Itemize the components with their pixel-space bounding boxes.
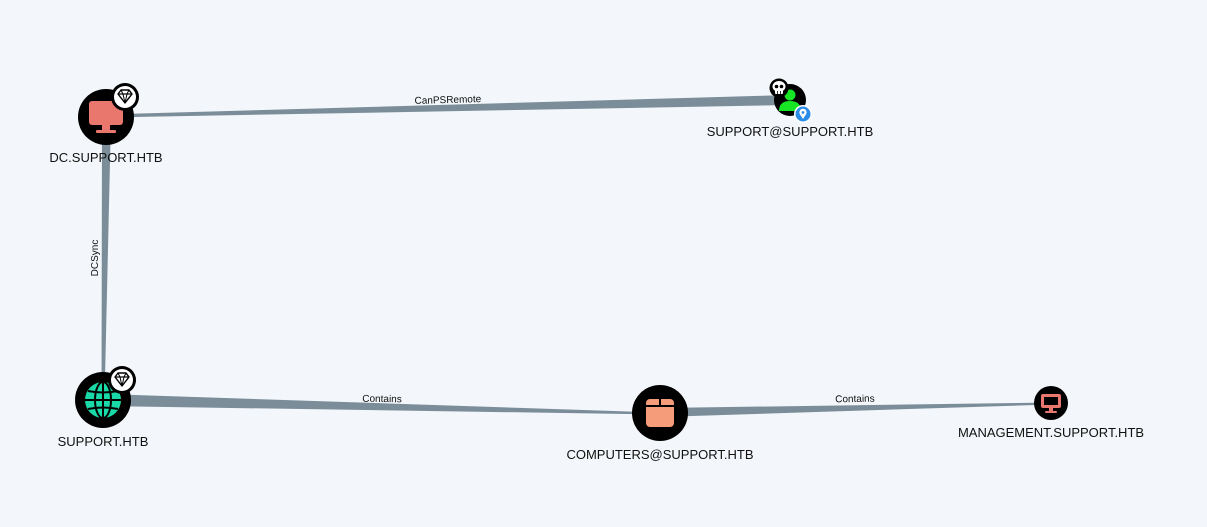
high-value-diamond-icon	[111, 83, 139, 111]
box-icon	[646, 399, 674, 427]
node-computers-label: COMPUTERS@SUPPORT.HTB	[566, 447, 753, 462]
edge-contains-1-line[interactable]	[103, 394, 660, 415]
node-dc-support-htb[interactable]: DC.SUPPORT.HTB	[49, 83, 163, 165]
node-support-user[interactable]: SUPPORT@SUPPORT.HTB	[707, 78, 874, 140]
starting-node-pin-icon	[794, 105, 812, 123]
edge-dcsync-label: DCSync	[90, 240, 101, 277]
edge-contains-2-line[interactable]	[660, 402, 1051, 418]
node-support-htb-domain[interactable]: SUPPORT.HTB	[58, 366, 149, 449]
node-management-label: MANAGEMENT.SUPPORT.HTB	[958, 425, 1144, 440]
node-dc-label: DC.SUPPORT.HTB	[49, 150, 162, 165]
edge-dcsync-line[interactable]	[101, 118, 112, 400]
edge-canpsremote[interactable]: CanPSRemote	[107, 94, 790, 118]
desktop-monitor-icon	[1041, 394, 1061, 413]
desktop-monitor-icon	[89, 101, 123, 133]
node-domain-label: SUPPORT.HTB	[58, 434, 149, 449]
edge-contains-domain-to-computers[interactable]: Contains	[103, 394, 660, 415]
edge-canpsremote-label: CanPSRemote	[414, 94, 481, 107]
owned-skull-icon	[769, 78, 789, 98]
edge-contains-2-label: Contains	[835, 394, 875, 406]
node-management-computer[interactable]: MANAGEMENT.SUPPORT.HTB	[958, 386, 1144, 440]
node-computers-container[interactable]: COMPUTERS@SUPPORT.HTB	[566, 385, 754, 462]
node-support-user-label: SUPPORT@SUPPORT.HTB	[707, 124, 874, 139]
edge-contains-1-label: Contains	[362, 394, 402, 406]
edge-canpsremote-line[interactable]	[107, 95, 790, 118]
edge-dcsync[interactable]: DCSync	[90, 118, 111, 400]
edge-contains-computers-to-management[interactable]: Contains	[660, 394, 1051, 417]
high-value-diamond-icon	[108, 366, 136, 394]
